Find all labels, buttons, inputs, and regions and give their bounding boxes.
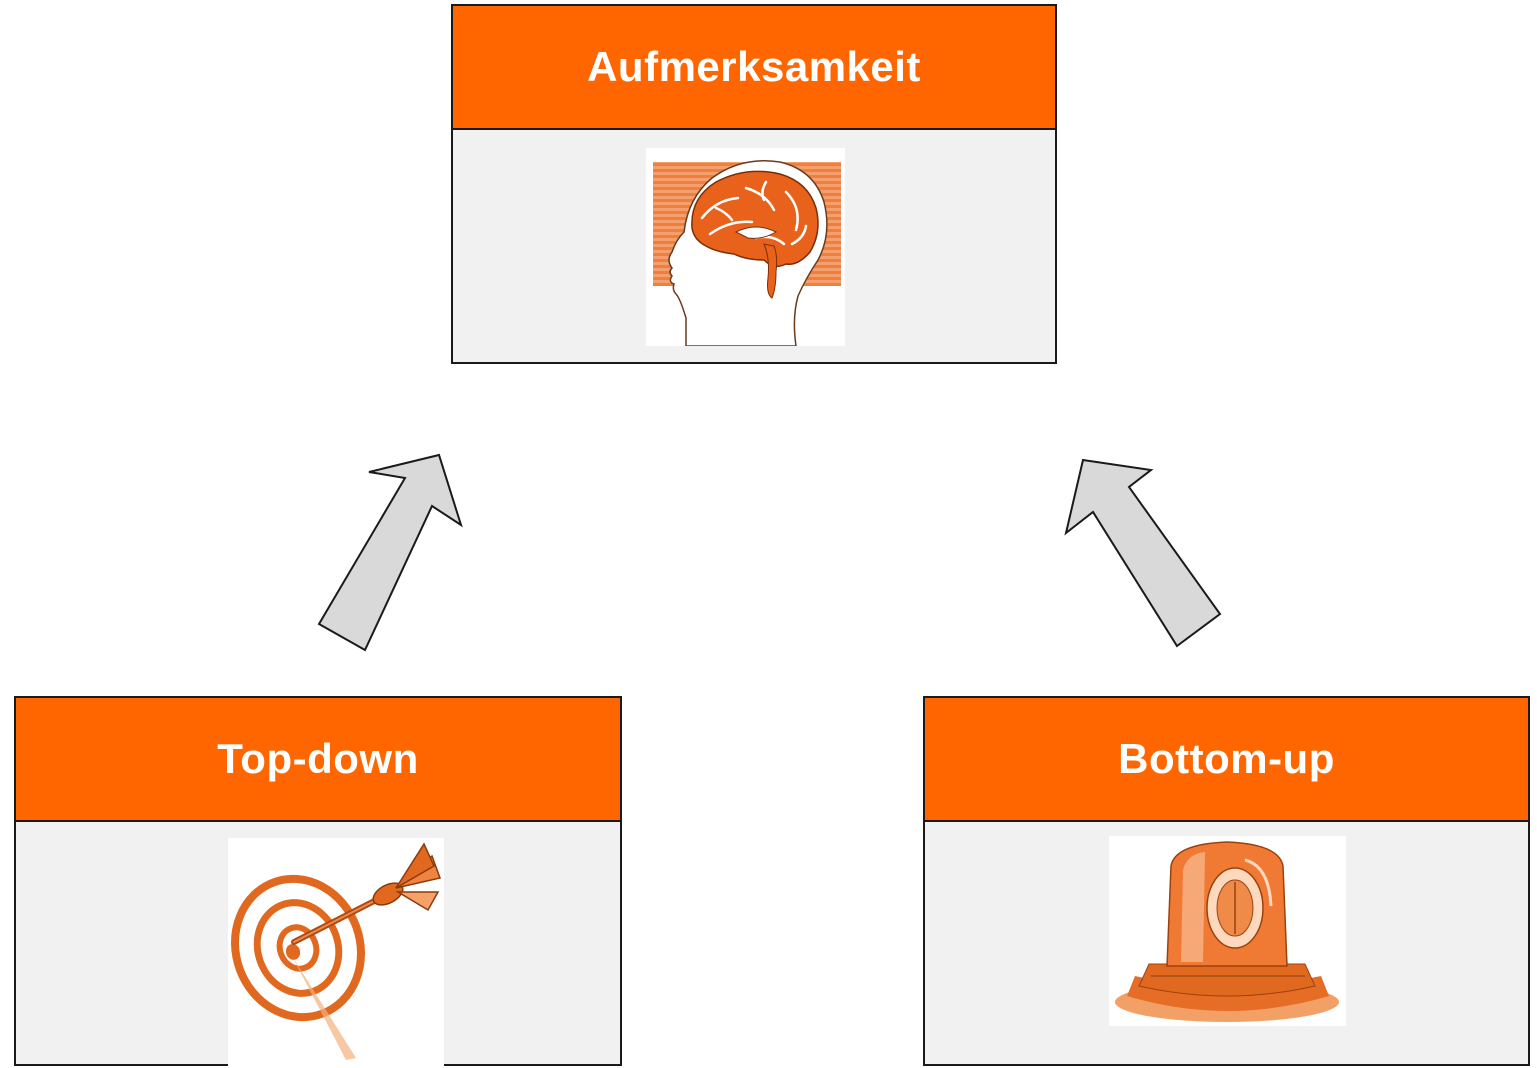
top-down-box: Top-down [14,696,622,1068]
top-down-box-header: Top-down [16,698,620,822]
bottom-up-box-header: Bottom-up [925,698,1528,822]
top-down-title: Top-down [217,735,419,782]
bottom-up-box: Bottom-up [923,696,1530,1066]
attention-title: Aufmerksamkeit [587,43,921,90]
brain-icon [646,148,845,346]
arrow-top-down-to-attention [317,453,463,652]
bottom-up-title: Bottom-up [1118,735,1335,782]
attention-box-header: Aufmerksamkeit [453,6,1055,130]
attention-box: Aufmerksamkeit [451,4,1057,364]
dart-target-icon [228,838,444,1068]
beacon-light-icon [1109,836,1346,1026]
arrow-bottom-up-to-attention [1064,458,1222,648]
